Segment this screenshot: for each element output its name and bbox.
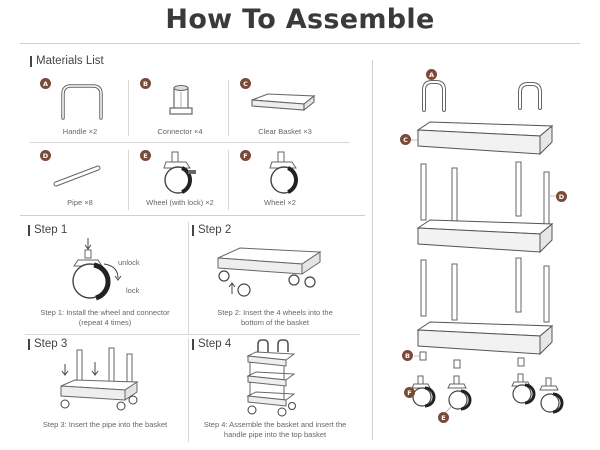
step-separator (25, 334, 360, 335)
handle-icon (61, 84, 103, 120)
grid-separator (128, 80, 129, 136)
wheel-icon (269, 151, 298, 194)
clear-basket-caption: Clear Basket ×3 (258, 127, 312, 136)
pipe-caption: Pipe ×8 (67, 198, 93, 207)
diagram-badge-a: A (426, 69, 437, 80)
step-separator (188, 338, 189, 442)
step-separator (188, 222, 189, 334)
wheel-with-lock-caption: Wheel (with lock) ×2 (146, 198, 214, 207)
step-1-heading: Step 1 (28, 224, 67, 236)
grid-separator (30, 142, 350, 143)
badge-f: F (240, 150, 251, 161)
materials-heading: Materials List (30, 55, 104, 67)
wheel-with-lock-icon (163, 151, 196, 194)
pipe-icon (53, 165, 101, 187)
badge-d: D (40, 150, 51, 161)
grid-separator (228, 80, 229, 136)
badge-a: A (40, 78, 51, 89)
exploded-assembly-diagram (408, 80, 564, 414)
connector-caption: Connector ×4 (157, 127, 203, 136)
step-3-heading-label: Step 3 (34, 338, 68, 350)
heading-bar (192, 224, 194, 236)
title-divider (20, 43, 580, 44)
step-4-caption: Step 4: Assemble the basket and insert t… (203, 420, 347, 439)
diagram-badge-e: E (438, 412, 449, 423)
unlock-label: unlock (118, 258, 140, 267)
diagram-badge-d: D (556, 191, 567, 202)
step-2-heading-label: Step 2 (198, 224, 232, 236)
step-3-heading: Step 3 (28, 338, 67, 350)
badge-c: C (240, 78, 251, 89)
step-1-caption: Step 1: Install the wheel and connector … (40, 308, 170, 327)
heading-bar (28, 224, 30, 236)
connector-icon (169, 85, 193, 115)
step-3-caption: Step 3: Insert the pipe into the basket (42, 420, 168, 429)
grid-separator (128, 150, 129, 210)
badge-e: E (140, 150, 151, 161)
diagram-badge-c: C (400, 134, 411, 145)
step-1-heading-label: Step 1 (34, 224, 68, 236)
step-3-illustration (60, 347, 139, 411)
grid-separator (228, 150, 229, 210)
diagram-badge-b: B (402, 350, 413, 361)
materials-heading-label: Materials List (36, 55, 104, 67)
step-1-illustration (72, 238, 122, 301)
step-2-heading: Step 2 (192, 224, 231, 236)
step-4-illustration (246, 339, 296, 417)
step-4-heading-label: Step 4 (198, 338, 232, 350)
lock-label: lock (126, 286, 140, 295)
section-divider (20, 215, 365, 216)
diagram-badge-f: F (404, 387, 415, 398)
handle-caption: Handle ×2 (62, 127, 98, 136)
clear-basket-icon (251, 93, 316, 112)
heading-bar (192, 338, 194, 350)
heading-bar (28, 338, 30, 350)
step-2-illustration (217, 247, 322, 297)
step-4-heading: Step 4 (192, 338, 231, 350)
page-title: How To Assemble (165, 4, 435, 35)
wheel-caption: Wheel ×2 (264, 198, 296, 207)
badge-b: B (140, 78, 151, 89)
heading-bar (30, 55, 32, 67)
step-2-caption: Step 2: Insert the 4 wheels into the bot… (217, 308, 333, 327)
vertical-divider (372, 60, 373, 440)
